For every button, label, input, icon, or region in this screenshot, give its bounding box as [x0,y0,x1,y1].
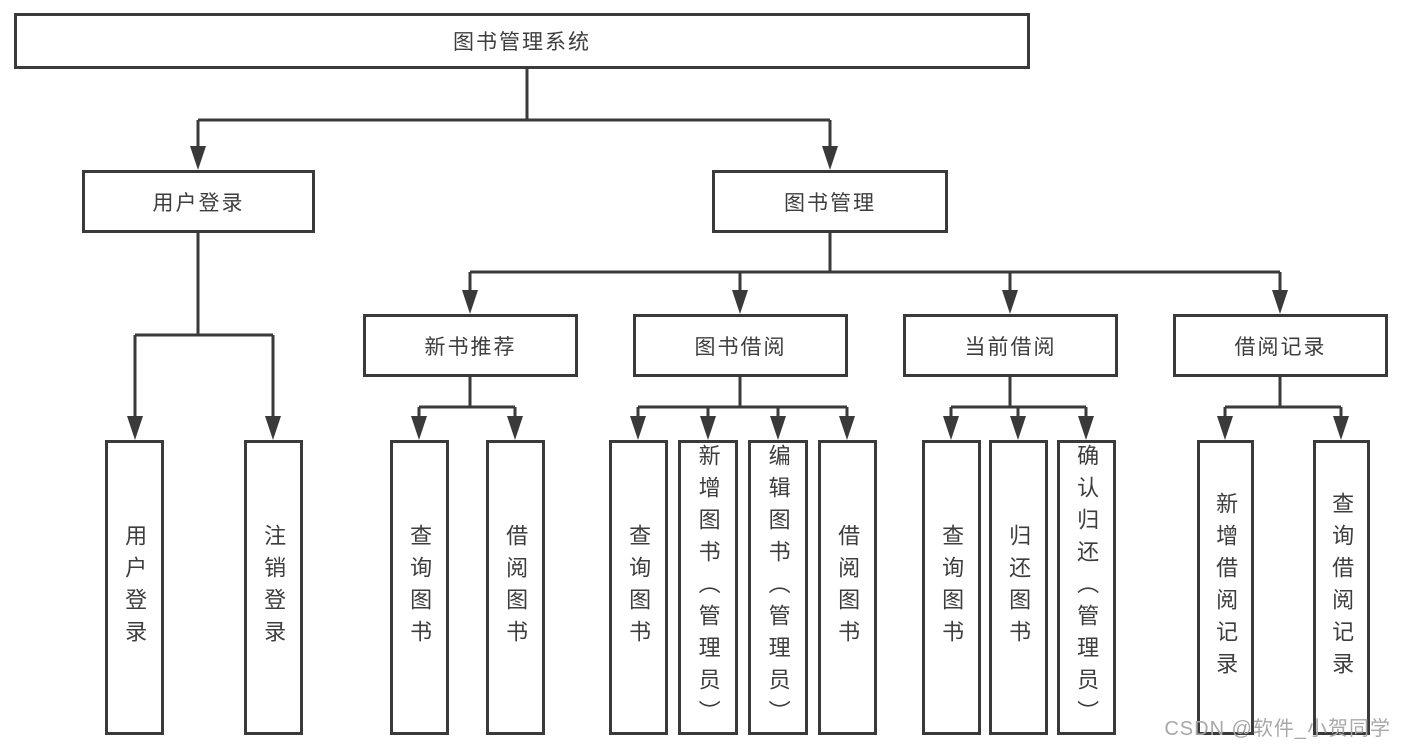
leaf-query-books-recommend-label: 查询图书 [407,523,433,652]
leaf-query-books-recommend: 查询图书 [390,440,449,735]
node-user-login: 用户登录 [82,170,315,233]
leaf-query-books-current: 查询图书 [922,440,981,735]
arrowhead-icons [127,146,1349,440]
leaf-query-books-borrow-label: 查询图书 [626,523,652,652]
leaf-borrow-books-recommend-label: 借阅图书 [503,523,529,652]
csdn-watermark: CSDN @软件_小贺同学 [1164,718,1391,740]
leaf-query-books-current-label: 查询图书 [939,523,965,652]
leaf-add-borrow-record: 新增借阅记录 [1197,440,1254,735]
leaf-confirm-return-admin-label: 确认归还（管理员） [1074,443,1100,732]
leaf-query-books-borrow: 查询图书 [609,440,668,735]
leaf-confirm-return-admin: 确认归还（管理员） [1057,440,1116,735]
node-book-management-label: 图书管理 [784,191,876,215]
node-book-management: 图书管理 [712,170,948,233]
leaf-query-borrow-record: 查询借阅记录 [1313,440,1370,735]
leaf-user-login-label: 用户登录 [122,523,148,652]
leaf-add-borrow-record-label: 新增借阅记录 [1213,491,1239,684]
leaf-query-borrow-record-label: 查询借阅记录 [1329,491,1355,684]
leaf-logout: 注销登录 [244,440,303,735]
leaf-edit-book-admin-label: 编辑图书（管理员） [765,443,791,732]
node-book-borrow: 图书借阅 [633,314,848,377]
leaf-borrow-books: 借阅图书 [818,440,877,735]
leaf-add-book-admin: 新增图书（管理员） [678,440,738,735]
leaf-return-book-label: 归还图书 [1006,523,1032,652]
node-borrow-records-label: 借阅记录 [1234,335,1327,359]
leaf-return-book: 归还图书 [989,440,1048,735]
node-book-borrow-label: 图书借阅 [694,335,787,359]
node-user-login-label: 用户登录 [152,191,245,215]
leaf-edit-book-admin: 编辑图书（管理员） [748,440,808,735]
node-borrow-records: 借阅记录 [1173,314,1388,377]
leaf-logout-label: 注销登录 [261,523,287,652]
node-current-borrow: 当前借阅 [903,314,1118,377]
leaf-user-login: 用户登录 [105,440,164,735]
node-root: 图书管理系统 [14,13,1030,69]
leaf-add-book-admin-label: 新增图书（管理员） [695,443,721,732]
node-new-book-recommend: 新书推荐 [363,314,578,377]
node-current-borrow-label: 当前借阅 [964,335,1057,359]
node-new-book-recommend-label: 新书推荐 [424,335,517,359]
node-root-label: 图书管理系统 [453,31,591,54]
leaf-borrow-books-recommend: 借阅图书 [486,440,545,735]
leaf-borrow-books-label: 借阅图书 [835,523,861,652]
